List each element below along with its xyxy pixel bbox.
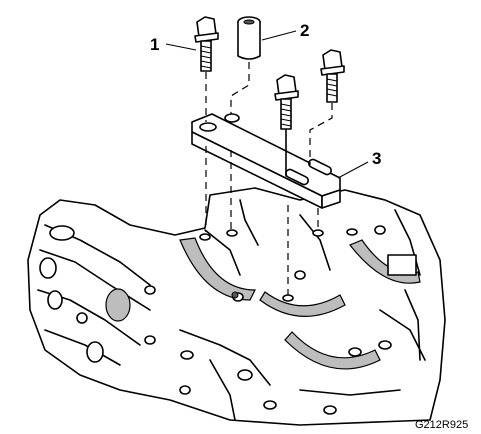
plate-slot-2 — [308, 158, 332, 176]
fixture-plate — [191, 113, 341, 209]
web-line-7 — [299, 389, 401, 396]
web-line-2 — [299, 214, 331, 271]
align-spacer-to-plate — [230, 62, 250, 114]
bolt-hole-e — [346, 228, 358, 236]
plate-hole-2 — [224, 113, 240, 123]
plate-hole-1 — [199, 122, 217, 132]
bolt-hole-l — [323, 405, 337, 415]
web-line-5 — [209, 359, 236, 421]
web-line-1 — [204, 229, 241, 276]
bolt-hole-h — [237, 369, 253, 381]
engine-block — [27, 187, 446, 426]
bearing-saddle-2 — [259, 291, 346, 317]
dowel-pin — [231, 291, 239, 299]
spacer-2 — [237, 16, 261, 60]
bolt-middle — [274, 74, 299, 130]
left-rib-4 — [44, 329, 121, 366]
plate-side-face — [321, 189, 341, 209]
bolt-hole-j — [378, 340, 392, 350]
bolt-hole-n — [144, 335, 156, 345]
right-pad — [387, 254, 417, 276]
callout-label-1: 1 — [150, 35, 159, 54]
align-bolt-right-to-plate — [309, 103, 333, 166]
right-rib-2 — [404, 289, 421, 361]
callout-2: 2 — [261, 21, 309, 41]
bolt-right-shank — [326, 73, 338, 103]
bolt-hole-b — [226, 229, 238, 237]
leader-line-2 — [261, 30, 297, 41]
callout-label-2: 2 — [300, 21, 309, 40]
bolt-hole-k — [263, 400, 277, 410]
figure-code: G212R925 — [415, 419, 468, 431]
spacer-2-bore — [243, 19, 255, 25]
bolt-hole-g — [180, 350, 194, 360]
left-port-1 — [49, 225, 75, 241]
left-port-3 — [47, 290, 63, 310]
bolt-hole-o — [294, 270, 306, 280]
bolt-1 — [194, 16, 219, 72]
bolt-hole-p — [179, 385, 191, 395]
block-outline — [27, 187, 446, 426]
web-line-4 — [179, 329, 271, 386]
web-line-3 — [239, 199, 259, 246]
callout-3: 3 — [337, 149, 381, 179]
bolt-hole-d — [312, 229, 324, 237]
bolt-middle-flange — [274, 90, 299, 101]
bolt-hole-i — [348, 347, 362, 357]
leader-line-1 — [165, 43, 197, 51]
left-port-2 — [39, 257, 57, 279]
left-rib-2 — [39, 249, 151, 311]
alignment-lines — [205, 62, 333, 295]
bearing-saddle-4 — [284, 331, 381, 370]
bolt-middle-threads — [280, 103, 292, 127]
left-port-7 — [144, 285, 156, 295]
callout-1: 1 — [150, 35, 197, 54]
bolt-right — [320, 49, 345, 103]
bolt-1-threads — [200, 45, 212, 69]
left-port-5 — [86, 341, 104, 363]
bearing-saddle-1 — [179, 237, 256, 301]
bolt-hole-m — [374, 225, 386, 235]
bolt-hole-a — [199, 233, 211, 241]
callout-label-3: 3 — [372, 149, 381, 168]
bolt-hole-c — [282, 294, 294, 302]
spacer-2-body — [237, 22, 261, 60]
bolt-right-flange — [320, 65, 345, 76]
left-port-6 — [76, 312, 88, 324]
bolt-right-threads — [326, 78, 338, 97]
leader-line-3 — [337, 161, 369, 179]
bolt-1-flange — [194, 32, 219, 43]
left-port-4 — [105, 288, 131, 322]
